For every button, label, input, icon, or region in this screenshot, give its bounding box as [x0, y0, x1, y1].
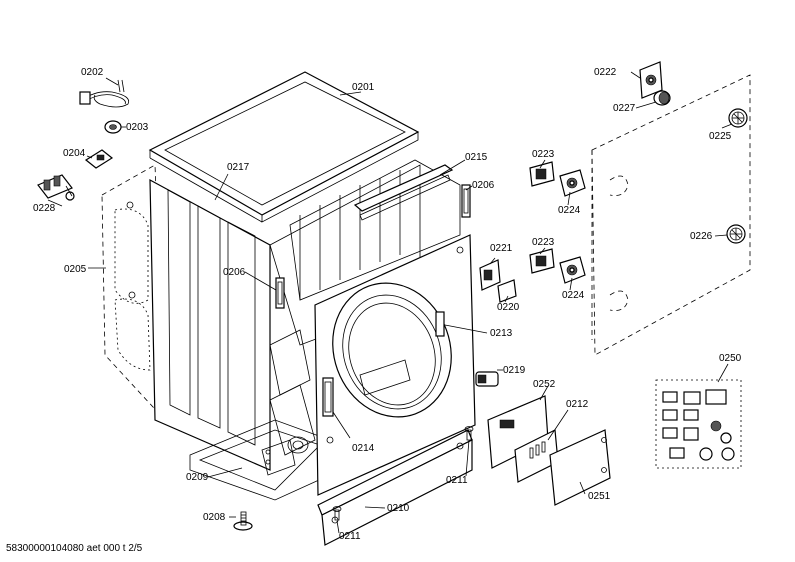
- catch-part: [497, 279, 517, 303]
- accessory-kit-box: [655, 379, 742, 469]
- callout-0210: 0210: [387, 503, 410, 514]
- callout-0252: 0252: [533, 379, 556, 390]
- panel-0251: [549, 429, 611, 506]
- door-lock-part: [322, 377, 334, 417]
- top-panel-part: [148, 71, 420, 223]
- cabinet-frame: [149, 159, 471, 501]
- callout-0202: 0202: [81, 67, 104, 78]
- callout-0201: 0201: [352, 82, 375, 93]
- kickplate-part: [317, 429, 473, 546]
- callout-0208: 0208: [203, 512, 226, 523]
- callout-0214: 0214: [352, 443, 375, 454]
- callout-0206-right: 0206: [472, 180, 495, 191]
- callout-0209: 0209: [186, 472, 209, 483]
- callout-0228: 0228: [33, 203, 56, 214]
- callout-0222: 0222: [594, 67, 617, 78]
- callout-0213: 0213: [490, 328, 513, 339]
- callout-0212: 0212: [566, 399, 589, 410]
- hinge-plate-part: [639, 61, 663, 99]
- callout-0226: 0226: [690, 231, 713, 242]
- hinge-upper-part: [529, 161, 586, 197]
- door-panel-outline: [591, 74, 751, 356]
- callout-0225: 0225: [709, 131, 732, 142]
- front-panel-part: [314, 234, 476, 496]
- callout-0221: 0221: [490, 243, 513, 254]
- callout-0223-lower: 0223: [532, 237, 555, 248]
- hinge-lower-part: [529, 248, 586, 284]
- cap-part: [653, 90, 671, 106]
- callout-0224-lower: 0224: [562, 290, 585, 301]
- leader-lines: [47, 71, 733, 534]
- power-cable-part: [79, 79, 130, 108]
- callout-0219: 0219: [503, 365, 526, 376]
- callout-0224-upper: 0224: [558, 205, 581, 216]
- callout-0204: 0204: [63, 148, 86, 159]
- grommet-part: [104, 120, 122, 134]
- knob-lower-part: [726, 224, 746, 244]
- callout-0215: 0215: [465, 152, 488, 163]
- drawing-reference-footer: 58300000104080 aet 000 t 2/5: [6, 543, 143, 554]
- actuator-part: [475, 371, 499, 387]
- valve-part: [37, 174, 75, 201]
- callout-0223-upper: 0223: [532, 149, 555, 160]
- screw-part: [332, 426, 474, 521]
- callout-0206-left: 0206: [223, 267, 246, 278]
- callout-0220: 0220: [497, 302, 520, 313]
- latch-part: [479, 259, 501, 291]
- callout-0203: 0203: [126, 122, 149, 133]
- foot-part: [233, 511, 253, 531]
- callout-0211-b: 0211: [339, 531, 361, 542]
- knob-upper-part: [728, 108, 748, 128]
- holder-part: [84, 149, 114, 169]
- callout-0227: 0227: [613, 103, 636, 114]
- callout-0251: 0251: [588, 491, 611, 502]
- callout-0217: 0217: [227, 162, 250, 173]
- callout-0205: 0205: [64, 264, 87, 275]
- callout-0211-a: 0211: [446, 475, 468, 486]
- callout-0250: 0250: [719, 353, 742, 364]
